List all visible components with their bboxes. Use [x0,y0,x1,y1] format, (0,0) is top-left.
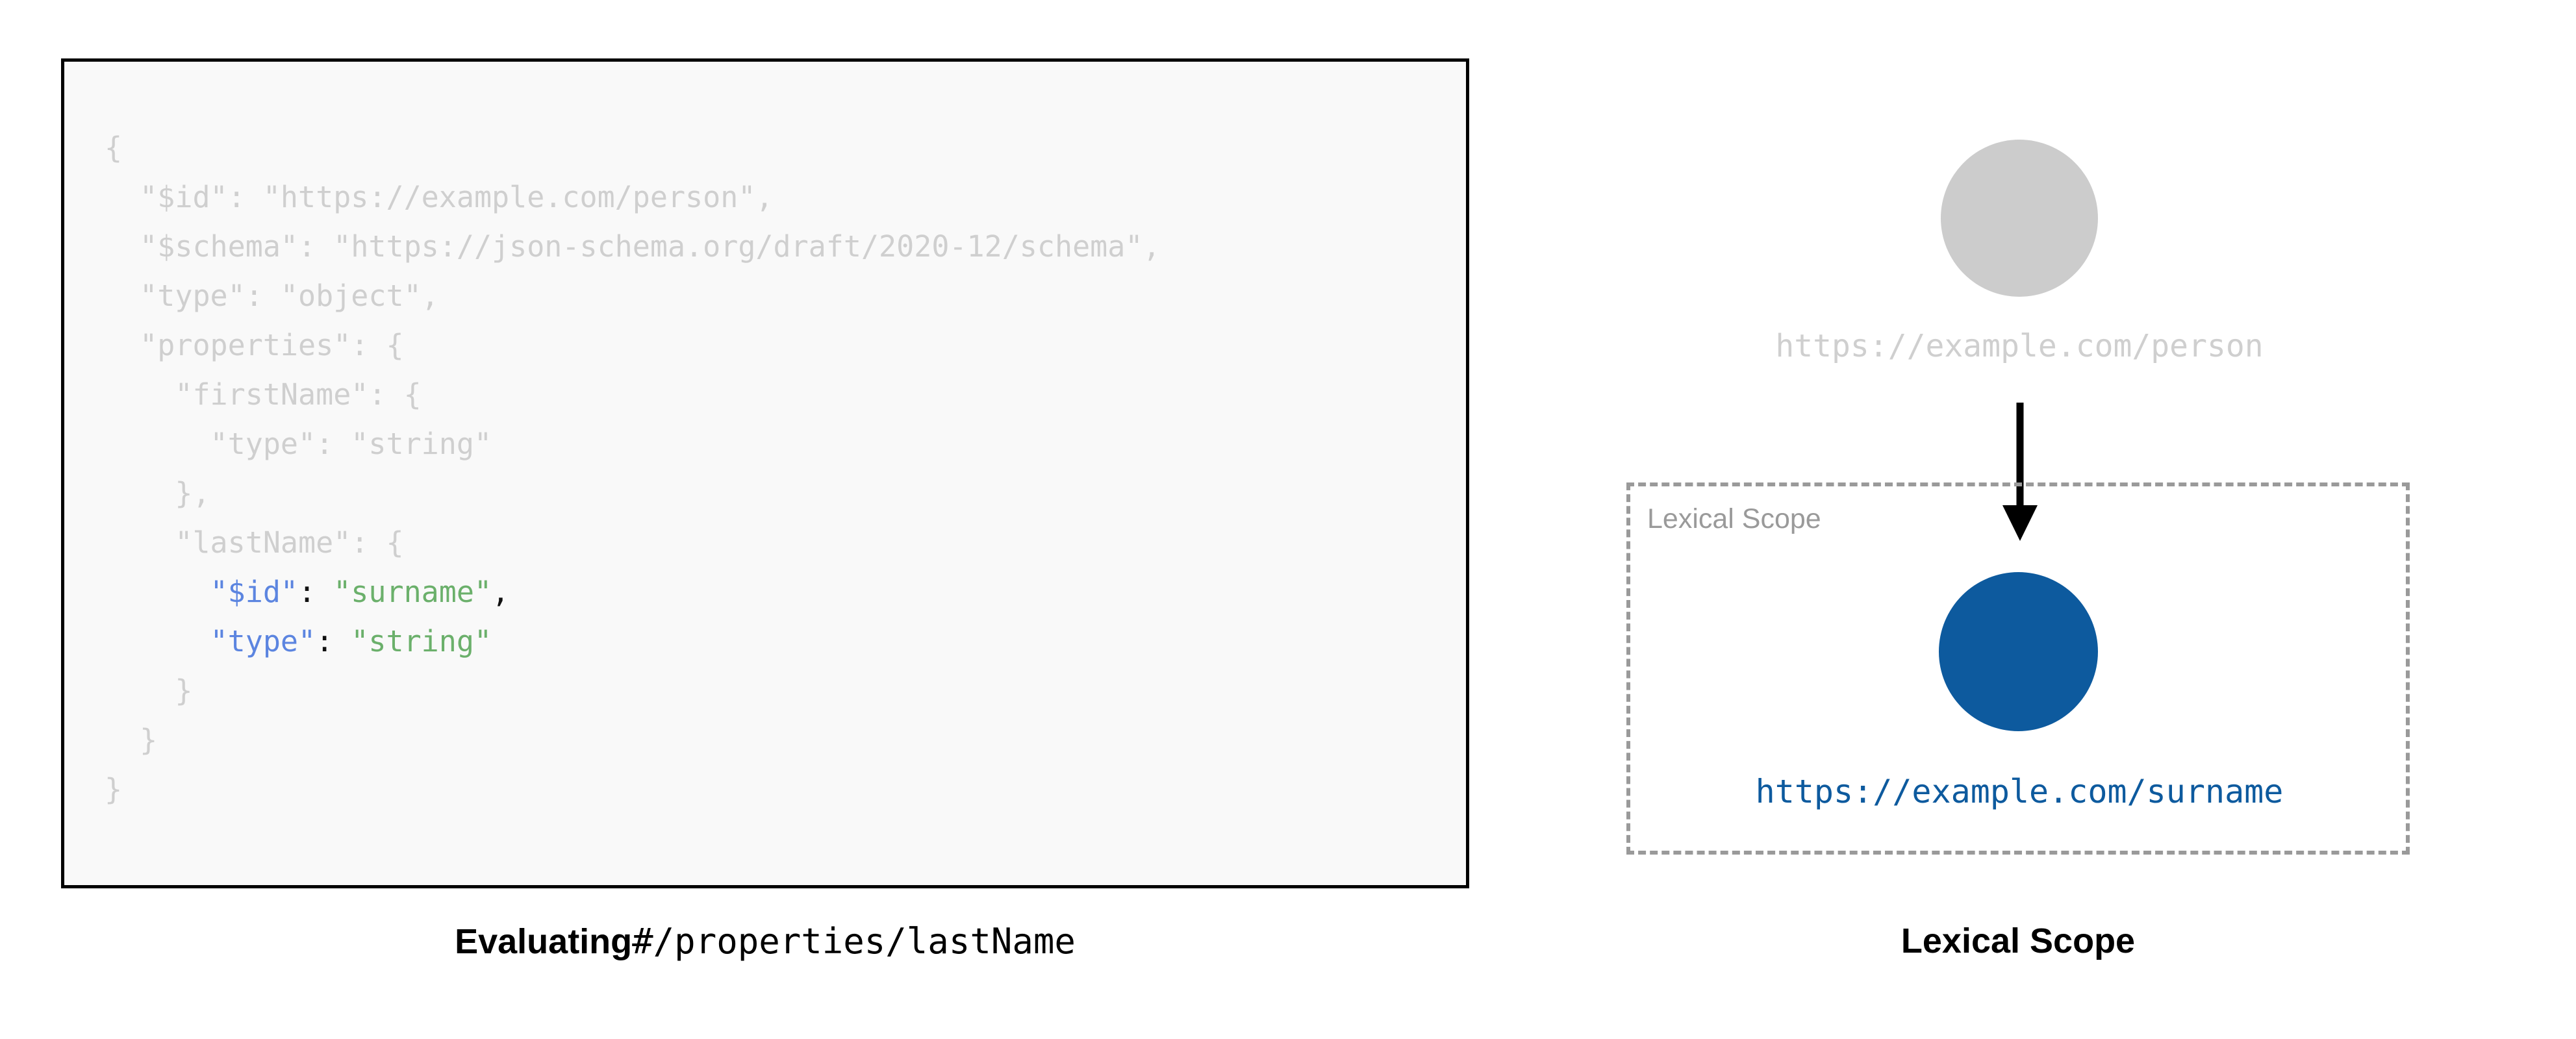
code-line: "$id": "https://example.com/person", [105,173,1161,222]
left-caption-pointer: #/properties/lastName [632,921,1076,962]
code-token: } [105,673,193,708]
code-token: "lastName": { [105,525,404,560]
code-token: : [316,624,334,658]
code-line: "type": "string" [105,419,1161,469]
code-line: "properties": { [105,321,1161,370]
code-token [105,624,210,658]
json-schema-code-box: { "$id": "https://example.com/person", "… [61,58,1469,888]
code-token: "$id": "https://example.com/person", [105,180,774,214]
root-schema-node-label: https://example.com/person [1775,328,2264,364]
code-line: } [105,666,1161,716]
code-token [333,624,351,658]
code-token: , [492,575,510,609]
lexical-scope-boundary [1626,482,2410,855]
code-token: "type": "object", [105,279,439,313]
code-line: } [105,765,1161,814]
code-token: { [105,131,123,165]
code-token: : [298,575,316,609]
left-panel-caption: Evaluating#/properties/lastName [61,921,1469,962]
code-line: "$id": "surname", [105,568,1161,617]
code-token: "surname" [333,575,492,609]
code-token: "string" [351,624,492,658]
code-token: "properties": { [105,328,404,362]
code-line: } [105,716,1161,765]
json-schema-code-listing: { "$id": "https://example.com/person", "… [105,123,1161,814]
code-line: "type": "object", [105,271,1161,321]
code-line: "lastName": { [105,518,1161,568]
lexical-scope-box-label: Lexical Scope [1647,503,1821,534]
code-token: } [105,772,123,807]
code-token: "$id" [210,575,299,609]
code-token: "type": "string" [105,427,492,461]
code-token: "$schema": "https://json-schema.org/draf… [105,229,1161,264]
arrow-down-icon [2002,403,2038,541]
code-line: { [105,123,1161,173]
code-line: "firstName": { [105,370,1161,419]
code-line: "type": "string" [105,617,1161,666]
code-token: }, [105,476,210,510]
scoped-schema-node-circle [1939,572,2098,731]
code-token: } [105,723,158,757]
evaluating-code-panel: { "$id": "https://example.com/person", "… [61,58,1469,962]
right-panel-caption: Lexical Scope [1900,921,2136,960]
code-token [105,575,210,609]
code-token: "firstName": { [105,377,422,412]
code-token [316,575,333,609]
code-token: "type" [210,624,316,658]
root-schema-node-circle [1941,140,2098,297]
scoped-schema-node-label: https://example.com/surname [1755,773,2284,810]
code-line: "$schema": "https://json-schema.org/draf… [105,222,1161,271]
left-caption-bold: Evaluating [455,922,633,961]
code-line: }, [105,469,1161,518]
lexical-scope-diagram-panel: https://example.com/person Lexical Scope… [1546,0,2576,1039]
